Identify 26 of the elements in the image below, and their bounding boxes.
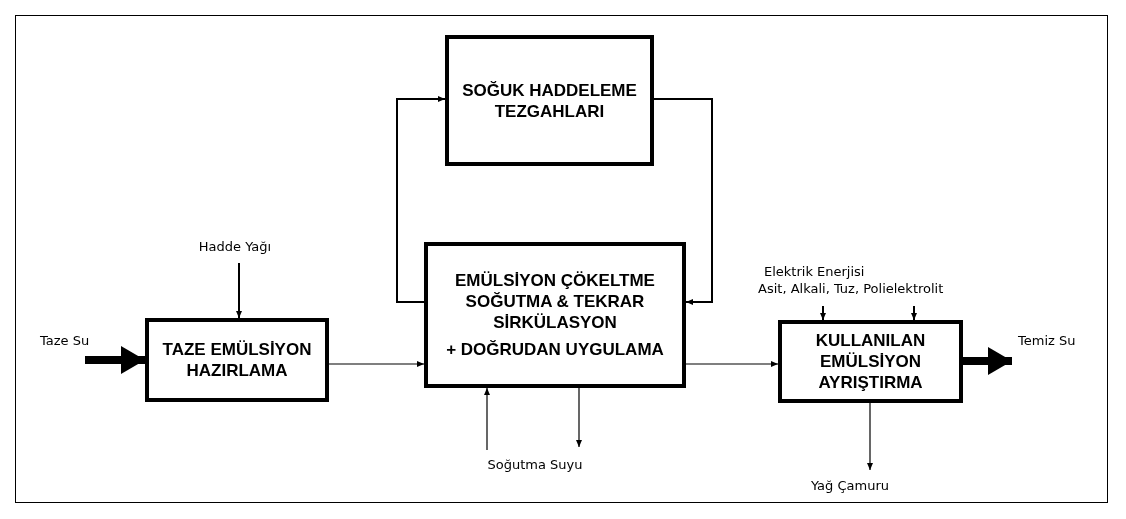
arrow (396, 96, 446, 303)
arrow (653, 98, 713, 305)
flow-label: Temiz Su (1018, 331, 1076, 349)
flow-label: Hadde Yağı (198, 237, 272, 255)
arrow (867, 402, 873, 471)
flow-label: Taze Su (40, 331, 90, 349)
process-label: EMÜLSİYON ÇÖKELTME SOĞUTMA & TEKRAR SİRKÜLASYON (454, 270, 656, 333)
process-label: TAZE EMÜLSİYON HAZIRLAMA (161, 339, 313, 381)
process-box (145, 318, 329, 402)
process-label: SOĞUK HADDELEME TEZGAHLARI (461, 79, 638, 122)
process-box (778, 320, 963, 403)
flow-label: Soğutma Suyu (487, 455, 583, 473)
arrow (820, 305, 826, 321)
process-box (424, 242, 686, 388)
flow-label: Asit, Alkali, Tuz, Polielektrolit (758, 280, 944, 297)
process-box (445, 35, 654, 166)
process-label: KULLANILAN EMÜLSİYON AYRIŞTIRMA (814, 330, 927, 393)
arrow (484, 387, 490, 451)
arrow (576, 387, 582, 448)
arrow (911, 305, 917, 321)
process-label: + DOĞRUDAN UYGULAMA (446, 339, 664, 360)
arrow (236, 262, 242, 319)
arrow (685, 361, 779, 367)
flow-label: Yağ Çamuru (810, 476, 889, 494)
flow-label: Elektrik Enerjisi (764, 263, 865, 280)
arrow (328, 361, 425, 367)
